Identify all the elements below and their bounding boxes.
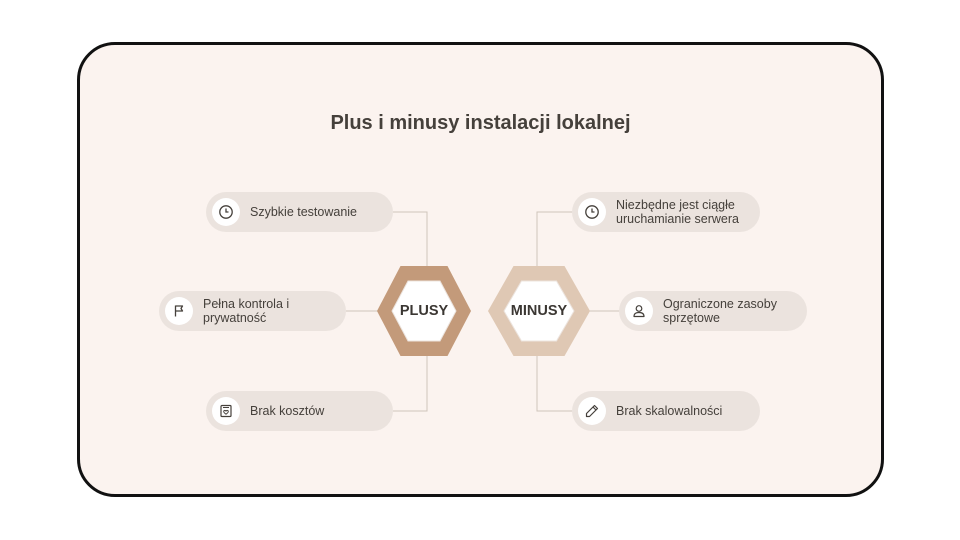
plus-item-label: Szybkie testowanie [250,205,358,219]
user-icon [625,297,653,325]
diagram-title: Plus i minusy instalacji lokalnej [330,112,631,134]
plus-hexagon: PLUSY [377,266,471,356]
plus-item-full-control: Pełna kontrola i prywatność [159,291,346,331]
minus-item-label: Niezbędne jest ciągłe uruchamianie serwe… [616,198,739,226]
minus-item-label: Ograniczone zasoby sprzętowe [663,297,777,325]
minus-item-no-scalability: Brak skalowalności [572,391,760,431]
minus-item-limited-hardware: Ograniczone zasoby sprzętowe [619,291,807,331]
minus-hexagon-label: MINUSY [510,303,568,319]
pencil-icon [578,397,606,425]
clock-icon [212,198,240,226]
plus-item-label: Pełna kontrola i prywatność [203,297,290,325]
clock-icon [578,198,606,226]
connector-plus-top [393,211,428,268]
plus-item-fast-testing: Szybkie testowanie [206,192,393,232]
connector-lines [346,211,620,412]
diagram-card: Plus i minusy instalacji lokalnej Szybki… [77,42,884,497]
connector-minus-top [536,211,573,268]
flag-icon [165,297,193,325]
connector-minus-bottom [536,354,573,412]
plus-item-no-costs: Brak kosztów [206,391,393,431]
wallet-heart-icon [212,397,240,425]
plus-hexagon-label: PLUSY [399,303,449,319]
minus-item-server-running: Niezbędne jest ciągłe uruchamianie serwe… [572,192,760,232]
plus-item-label: Brak kosztów [250,404,325,418]
connector-plus-bottom [393,354,428,412]
minus-hexagon: MINUSY [488,266,590,356]
minus-item-label: Brak skalowalności [616,404,723,418]
